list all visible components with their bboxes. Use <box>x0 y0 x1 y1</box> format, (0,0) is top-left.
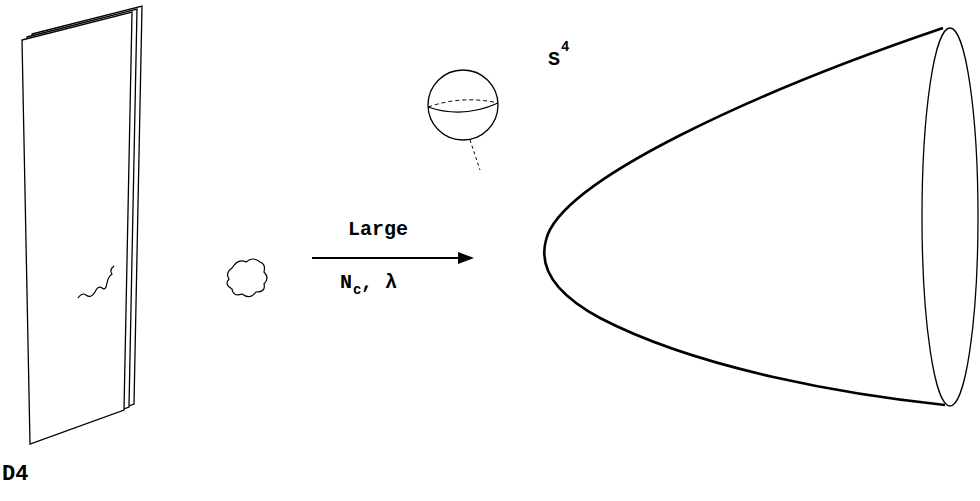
cigar-end <box>922 28 978 406</box>
d4-brane-stack <box>22 6 142 444</box>
arrow-head <box>458 252 474 264</box>
subscript: c <box>353 283 361 297</box>
limit-label: , λ <box>361 273 397 293</box>
brane-label: D4 <box>2 464 28 486</box>
superscript: 4 <box>561 40 569 54</box>
open-string <box>78 266 114 298</box>
sphere <box>428 70 498 140</box>
sphere-equator-back <box>428 100 498 107</box>
sphere-equator <box>428 103 498 112</box>
arrow-shaft <box>312 257 462 259</box>
cigar-geometry <box>544 28 945 405</box>
limit-label: N <box>340 273 352 293</box>
limit-label: Large <box>348 220 408 240</box>
leader-line <box>470 140 480 170</box>
sphere-label: S <box>548 50 560 70</box>
closed-string <box>227 259 267 297</box>
